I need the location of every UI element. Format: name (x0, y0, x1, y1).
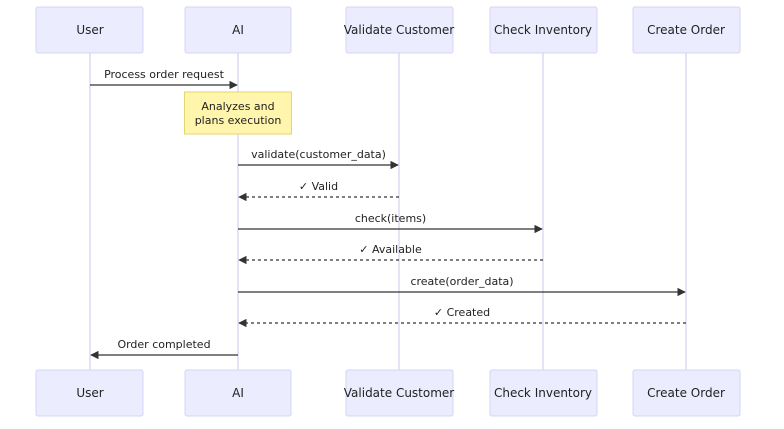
participant-validate-top: Validate Customer (344, 6, 455, 54)
messages: Process order request validate(customer_d… (90, 68, 686, 360)
participant-label: Validate Customer (344, 386, 455, 400)
participant-label: Create Order (647, 386, 725, 400)
message-label: ✓ Available (359, 243, 422, 256)
participant-label: User (76, 386, 103, 400)
participant-box (35, 6, 144, 54)
participant-inventory-bottom: Check Inventory (489, 369, 598, 417)
message-ai-to-user: Order completed (90, 338, 238, 360)
note-box (184, 91, 292, 135)
participant-label: AI (232, 23, 244, 37)
message-label: check(items) (355, 212, 426, 225)
participant-box (632, 369, 741, 417)
message-label: ✓ Valid (299, 180, 338, 193)
participants-bottom: User AI Validate Customer Check Inventory Cr… (35, 369, 741, 417)
participant-box (184, 369, 292, 417)
message-ai-to-order: create(order_data) (238, 275, 686, 297)
participant-order-bottom: Create Order (632, 369, 741, 417)
participant-box (184, 6, 292, 54)
participant-user-top: User (35, 6, 144, 54)
message-label: Process order request (104, 68, 225, 81)
participant-box (345, 6, 454, 54)
message-label: Order completed (117, 338, 210, 351)
participant-label: Validate Customer (344, 23, 455, 37)
message-label: ✓ Created (434, 306, 490, 319)
participant-box (489, 369, 598, 417)
participant-label: Check Inventory (494, 23, 592, 37)
message-user-to-ai: Process order request (90, 68, 238, 90)
participant-box (345, 369, 454, 417)
participant-box (35, 369, 144, 417)
message-order-to-ai: ✓ Created (238, 306, 686, 328)
message-label: validate(customer_data) (251, 148, 386, 161)
participant-ai-top: AI (184, 6, 292, 54)
participant-box (632, 6, 741, 54)
participant-label: Check Inventory (494, 386, 592, 400)
participant-user-bottom: User (35, 369, 144, 417)
participant-order-top: Create Order (632, 6, 741, 54)
message-inventory-to-ai: ✓ Available (238, 243, 543, 265)
participant-ai-bottom: AI (184, 369, 292, 417)
note-line: Analyzes and (201, 100, 274, 113)
message-ai-to-inventory: check(items) (238, 212, 543, 234)
message-validate-to-ai: ✓ Valid (238, 180, 399, 202)
participants-top: User AI Validate Customer Check Inventory Cr… (35, 6, 741, 54)
participant-inventory-top: Check Inventory (489, 6, 598, 54)
note-line: plans execution (195, 114, 282, 127)
participant-box (489, 6, 598, 54)
message-label: create(order_data) (410, 275, 513, 288)
participant-label: User (76, 23, 103, 37)
participant-validate-bottom: Validate Customer (344, 369, 455, 417)
message-ai-to-validate: validate(customer_data) (238, 148, 399, 170)
participant-label: AI (232, 386, 244, 400)
participant-label: Create Order (647, 23, 725, 37)
